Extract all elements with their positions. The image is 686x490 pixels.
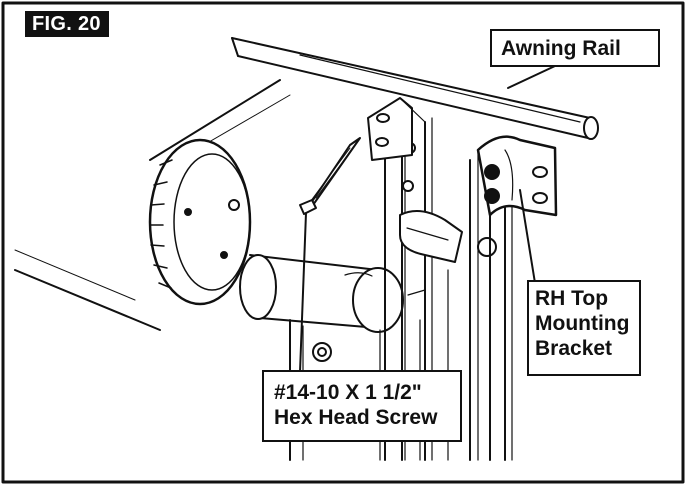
axle-shaft — [239, 254, 404, 333]
left-top-bracket — [367, 97, 426, 161]
hex-head-screw — [299, 137, 361, 215]
hex-head-screw-callout: #14-10 X 1 1/2" Hex Head Screw — [262, 370, 462, 442]
figure-number-tag: FIG. 20 — [25, 11, 109, 37]
screw-leader — [299, 212, 307, 373]
slider-block — [399, 210, 497, 263]
rh-top-mounting-bracket-callout: RH Top Mounting Bracket — [527, 280, 641, 376]
end-cap — [148, 138, 252, 306]
awning-rail — [231, 37, 599, 140]
callout-line: RH Top — [535, 287, 609, 310]
awning-rail-leader — [507, 65, 556, 89]
callout-line: #14-10 X 1 1/2" — [274, 381, 422, 404]
bracket-leader — [519, 189, 536, 284]
callout-line: Hex Head Screw — [274, 406, 438, 429]
callout-line: Mounting — [535, 312, 630, 335]
callout-line: Bracket — [535, 337, 613, 360]
awning-rail-callout: Awning Rail — [490, 29, 660, 67]
rh-top-mounting-bracket — [476, 135, 558, 217]
